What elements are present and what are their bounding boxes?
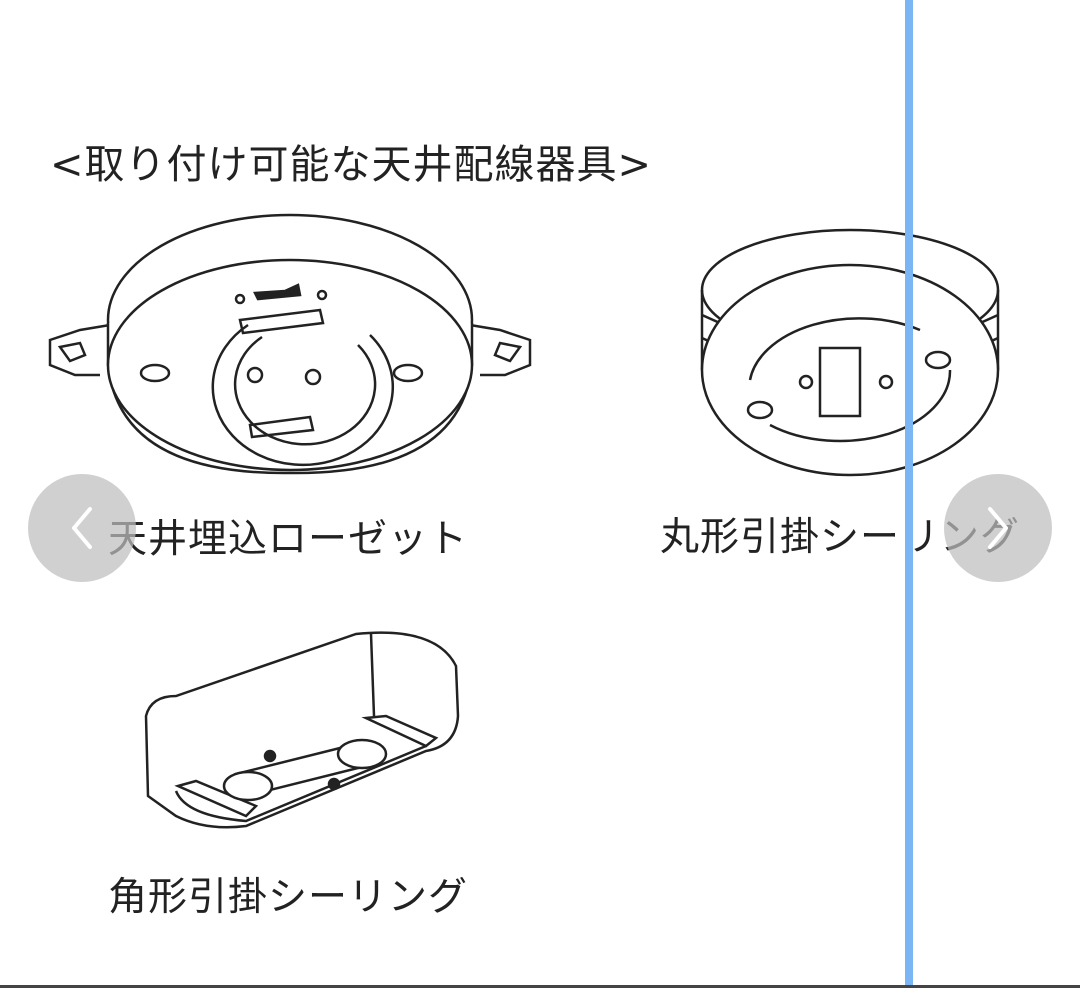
chevron-left-icon	[72, 507, 92, 549]
square-hook-ceiling-label: 角形引掛シーリング	[108, 875, 469, 920]
previous-image-button[interactable]	[28, 474, 136, 582]
split-divider[interactable]	[905, 0, 913, 988]
chevron-right-icon	[988, 507, 1008, 549]
round-hook-ceiling-illustration	[690, 220, 1010, 485]
square-hook-ceiling-illustration	[136, 626, 466, 836]
embedded-rosette-illustration	[40, 205, 540, 495]
next-image-button[interactable]	[944, 474, 1052, 582]
page-title: <取り付け可能な天井配線器具>	[50, 142, 653, 188]
embedded-rosette-label: 天井埋込ローゼット	[108, 517, 469, 562]
bottom-border	[0, 985, 1080, 988]
